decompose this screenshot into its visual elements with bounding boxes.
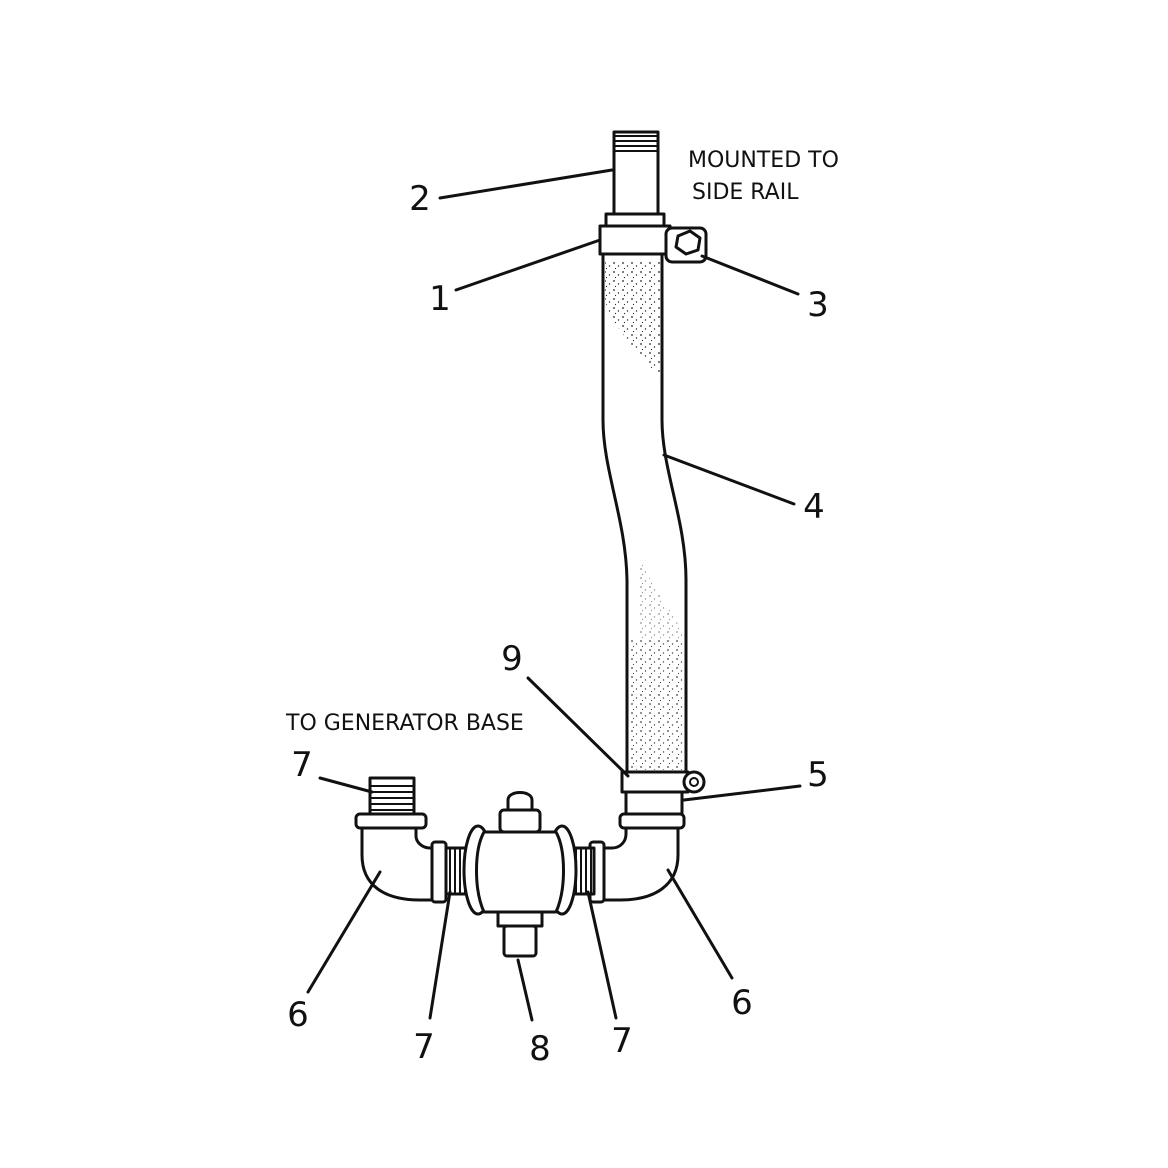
left-elbow: [354, 776, 448, 904]
note-generator-base: TO GENERATOR BASE: [285, 711, 524, 736]
callout-7-left: 7: [413, 1027, 435, 1067]
leader-lines: [306, 168, 802, 1022]
callout-8: 8: [529, 1029, 551, 1069]
callout-7-top: 7: [291, 745, 313, 785]
callout-1: 1: [429, 279, 451, 319]
right-elbow: [588, 812, 686, 904]
hex-bolt-icon: [674, 229, 702, 256]
callout-6-left: 6: [287, 995, 309, 1035]
note-side-rail: SIDE RAIL: [692, 180, 799, 205]
flexible-hose: [601, 252, 688, 774]
lower-hose-clamp: [620, 770, 706, 816]
callout-7-right: 7: [611, 1021, 633, 1061]
drain-valve: [462, 791, 578, 958]
left-threaded-nipple: [444, 846, 470, 896]
callout-5: 5: [807, 755, 829, 795]
callout-4: 4: [803, 487, 825, 527]
upper-hose-clamp: [598, 224, 708, 264]
callout-3: 3: [807, 285, 829, 325]
callout-9: 9: [501, 639, 523, 679]
callout-2: 2: [409, 179, 431, 219]
note-mounted-to: MOUNTED TO: [688, 148, 839, 173]
callout-6-right: 6: [731, 983, 753, 1023]
top-threaded-nipple: [604, 130, 666, 228]
